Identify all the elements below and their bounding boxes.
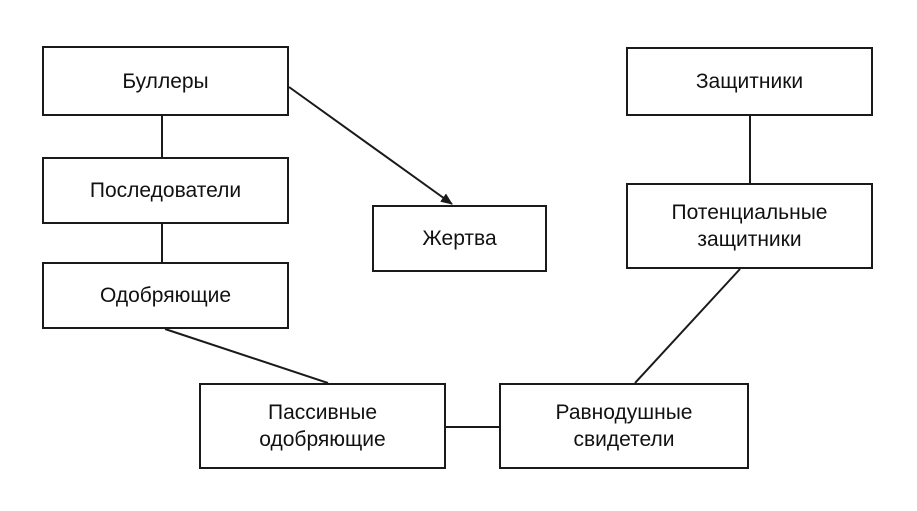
edge-indifferent-potential [634,268,741,384]
arrow-bullies-victim [288,86,453,205]
node-indifferent-witnesses: Равнодушные свидетели [499,383,749,469]
node-potential-defenders: Потенциальные защитники [626,183,873,269]
node-followers: Последователи [42,157,289,224]
node-passive-supporters: Пассивные одобряющие [199,383,446,469]
edge-supporters-passive [164,328,329,384]
node-defenders: Защитники [626,47,873,116]
node-victim: Жертва [372,205,547,272]
node-supporters: Одобряющие [42,262,289,329]
node-bullies: Буллеры [42,46,289,116]
